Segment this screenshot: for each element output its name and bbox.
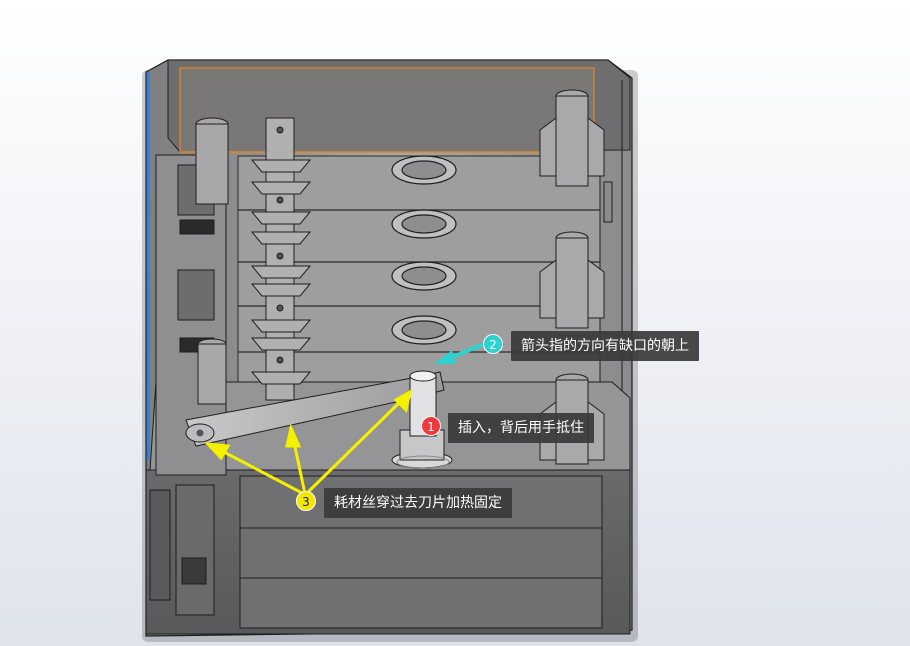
callout-3-label: 耗材丝穿过去刀片加热固定 — [324, 488, 512, 518]
callout-1-label: 插入，背后用手抵住 — [448, 413, 594, 443]
callout-2-label: 箭头指的方向有缺口的朝上 — [511, 331, 699, 361]
yellow-arrows — [204, 389, 413, 496]
ring-stack — [391, 155, 457, 345]
cyan-arrow — [434, 342, 485, 364]
insert-post[interactable] — [391, 370, 453, 469]
comb-rack — [250, 117, 312, 422]
callout-2-badge: 2 — [483, 334, 503, 354]
callout-3-badge: 3 — [296, 491, 316, 511]
top-lid-highlight — [179, 67, 595, 153]
callout-1-badge: 1 — [421, 416, 441, 436]
